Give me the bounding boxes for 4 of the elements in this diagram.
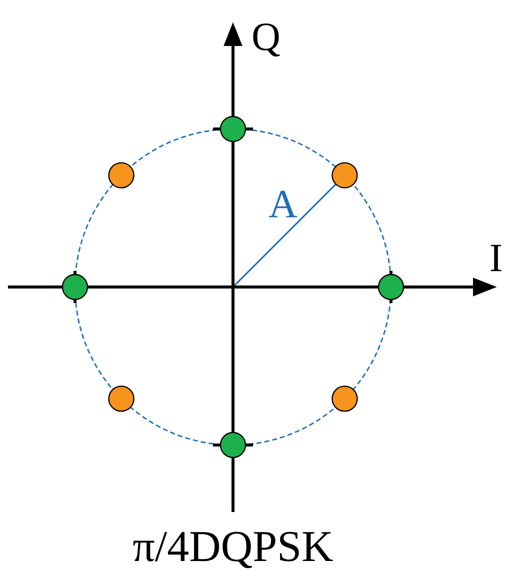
axis-label: A	[268, 190, 298, 218]
axis-label: Q	[253, 24, 280, 56]
axis-label: I	[490, 244, 502, 272]
caption: π/4DQPSK	[133, 532, 333, 568]
